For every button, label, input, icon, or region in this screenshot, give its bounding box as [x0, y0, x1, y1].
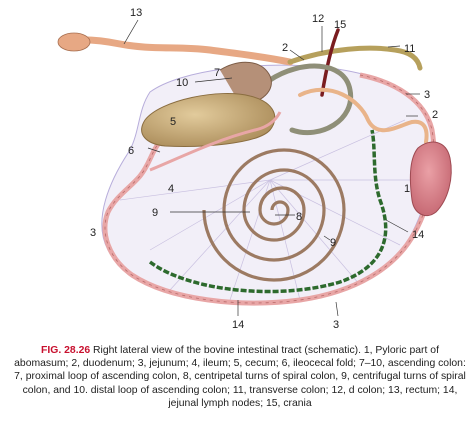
- rectum: [58, 36, 294, 66]
- label-3b: 3: [90, 227, 96, 239]
- caption-text: Right lateral view of the bovine intesti…: [14, 345, 466, 409]
- label-1: 1: [404, 183, 410, 195]
- label-7: 7: [214, 67, 220, 79]
- label-5: 5: [170, 116, 176, 128]
- jejunal-lymph-nodes: [148, 129, 388, 294]
- label-15: 15: [334, 19, 346, 31]
- figure-number: FIG. 28.26: [41, 345, 91, 356]
- label-13: 13: [130, 7, 142, 19]
- label-3c: 3: [333, 319, 339, 331]
- rectum-end: [57, 32, 91, 52]
- label-10: 10: [176, 77, 188, 89]
- transverse-colon: [287, 45, 423, 71]
- intestinal-tract-diagram: 13 12 15 11 2 10 7 3 2 5 6 4 1 9 8 3 9 1…: [57, 7, 452, 331]
- label-9b: 9: [330, 237, 336, 249]
- abomasum-pyloric-part: [409, 141, 452, 216]
- leader-lines: [123, 19, 420, 317]
- distal-loop-ascending-colon: [267, 63, 354, 136]
- duodenum: [298, 87, 429, 144]
- label-14b: 14: [232, 319, 244, 331]
- ileum: [149, 111, 282, 172]
- label-14a: 14: [412, 229, 424, 241]
- spiral-colon: [202, 148, 346, 282]
- label-12: 12: [312, 13, 324, 25]
- label-3a: 3: [424, 89, 430, 101]
- figure-caption: FIG. 28.26 Right lateral view of the bov…: [14, 344, 466, 410]
- label-9a: 9: [152, 207, 158, 219]
- label-2a: 2: [282, 42, 288, 54]
- label-11: 11: [404, 43, 415, 55]
- label-2b: 2: [432, 109, 438, 121]
- label-8: 8: [296, 211, 302, 223]
- label-4: 4: [168, 183, 174, 195]
- label-6: 6: [128, 145, 134, 157]
